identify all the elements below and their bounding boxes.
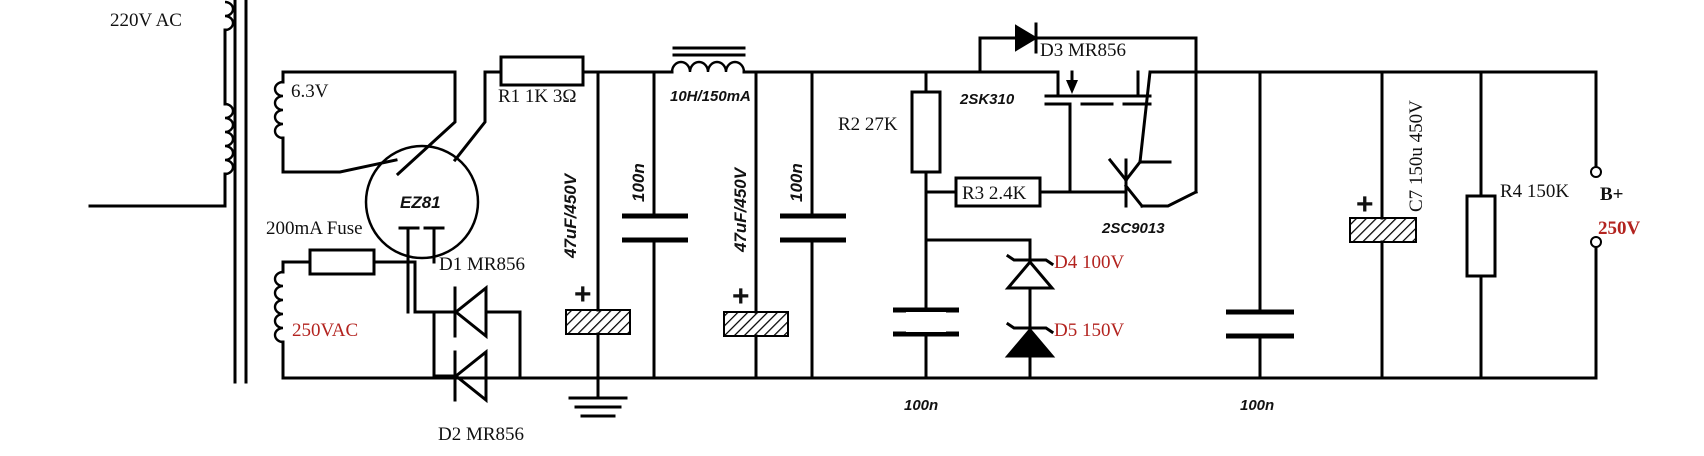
r3-label: R3 2.4K	[962, 183, 1027, 204]
capacitor-c4	[780, 70, 846, 380]
resistor-r3	[954, 176, 1042, 208]
capacitor-c7	[1349, 70, 1417, 380]
choke-inductor	[670, 46, 746, 73]
primary-winding	[224, 0, 235, 176]
secondary-label: 250VAC	[292, 320, 358, 341]
diode-d2	[453, 348, 488, 404]
heater-label: 6.3V	[291, 81, 329, 102]
resistor-r1	[499, 55, 585, 87]
choke-label: 10H/150mA	[670, 88, 751, 105]
bjt-label: 2SC9013	[1101, 220, 1165, 237]
fuse-label: 200mA Fuse	[266, 218, 363, 239]
mosfet-label: 2SK310	[959, 91, 1015, 108]
d1-label: D1 MR856	[439, 254, 525, 275]
capacitor-c1	[565, 70, 631, 380]
vout-label: 250V	[1598, 218, 1641, 239]
capacitor-c2	[622, 70, 688, 380]
bjt-2sc9013	[1107, 70, 1199, 209]
ground-terminal	[1590, 236, 1602, 248]
capacitor-c6	[1226, 70, 1294, 380]
d5-label: D5 150V	[1054, 320, 1124, 341]
c3-plus: +	[732, 280, 750, 313]
c7-label: C7 150u 450V	[1406, 100, 1427, 212]
bplus-terminal	[1590, 166, 1602, 178]
secondary-winding	[273, 270, 284, 344]
r4-label: R4 150K	[1500, 181, 1569, 202]
c1-plus: +	[574, 278, 592, 311]
bplus-label: B+	[1600, 184, 1624, 205]
diode-d3	[978, 22, 1198, 194]
c2-label: 100n	[629, 163, 648, 202]
r2-label: R2 27K	[838, 114, 898, 135]
c7-plus: +	[1356, 188, 1374, 221]
resistor-r2	[910, 70, 942, 380]
diode-d1	[453, 284, 488, 340]
zener-d4	[1004, 238, 1056, 330]
heater-winding	[273, 80, 284, 140]
c4-label: 100n	[787, 163, 806, 202]
resistor-r4	[1465, 70, 1497, 380]
zener-d5	[1004, 321, 1056, 380]
c6-label: 100n	[1240, 397, 1274, 414]
c3-label: 47uF/450V	[731, 166, 750, 253]
ground-symbol	[568, 376, 628, 418]
transformer	[88, 0, 457, 384]
capacitor-c5	[893, 307, 959, 337]
mains-label: 220V AC	[110, 10, 182, 31]
fuse	[308, 248, 376, 276]
mosfet-2sk310	[1044, 70, 1152, 194]
rectifier-tube	[364, 144, 480, 314]
capacitor-c3	[723, 70, 789, 380]
c5-label: 100n	[904, 397, 938, 414]
d2-label: D2 MR856	[438, 424, 524, 445]
d3-label: D3 MR856	[1040, 40, 1126, 61]
tube-label: EZ81	[400, 193, 441, 212]
r1-label: R1 1K 3Ω	[498, 86, 577, 107]
d4-label: D4 100V	[1054, 252, 1124, 273]
c1-label: 47uF/450V	[561, 172, 580, 259]
